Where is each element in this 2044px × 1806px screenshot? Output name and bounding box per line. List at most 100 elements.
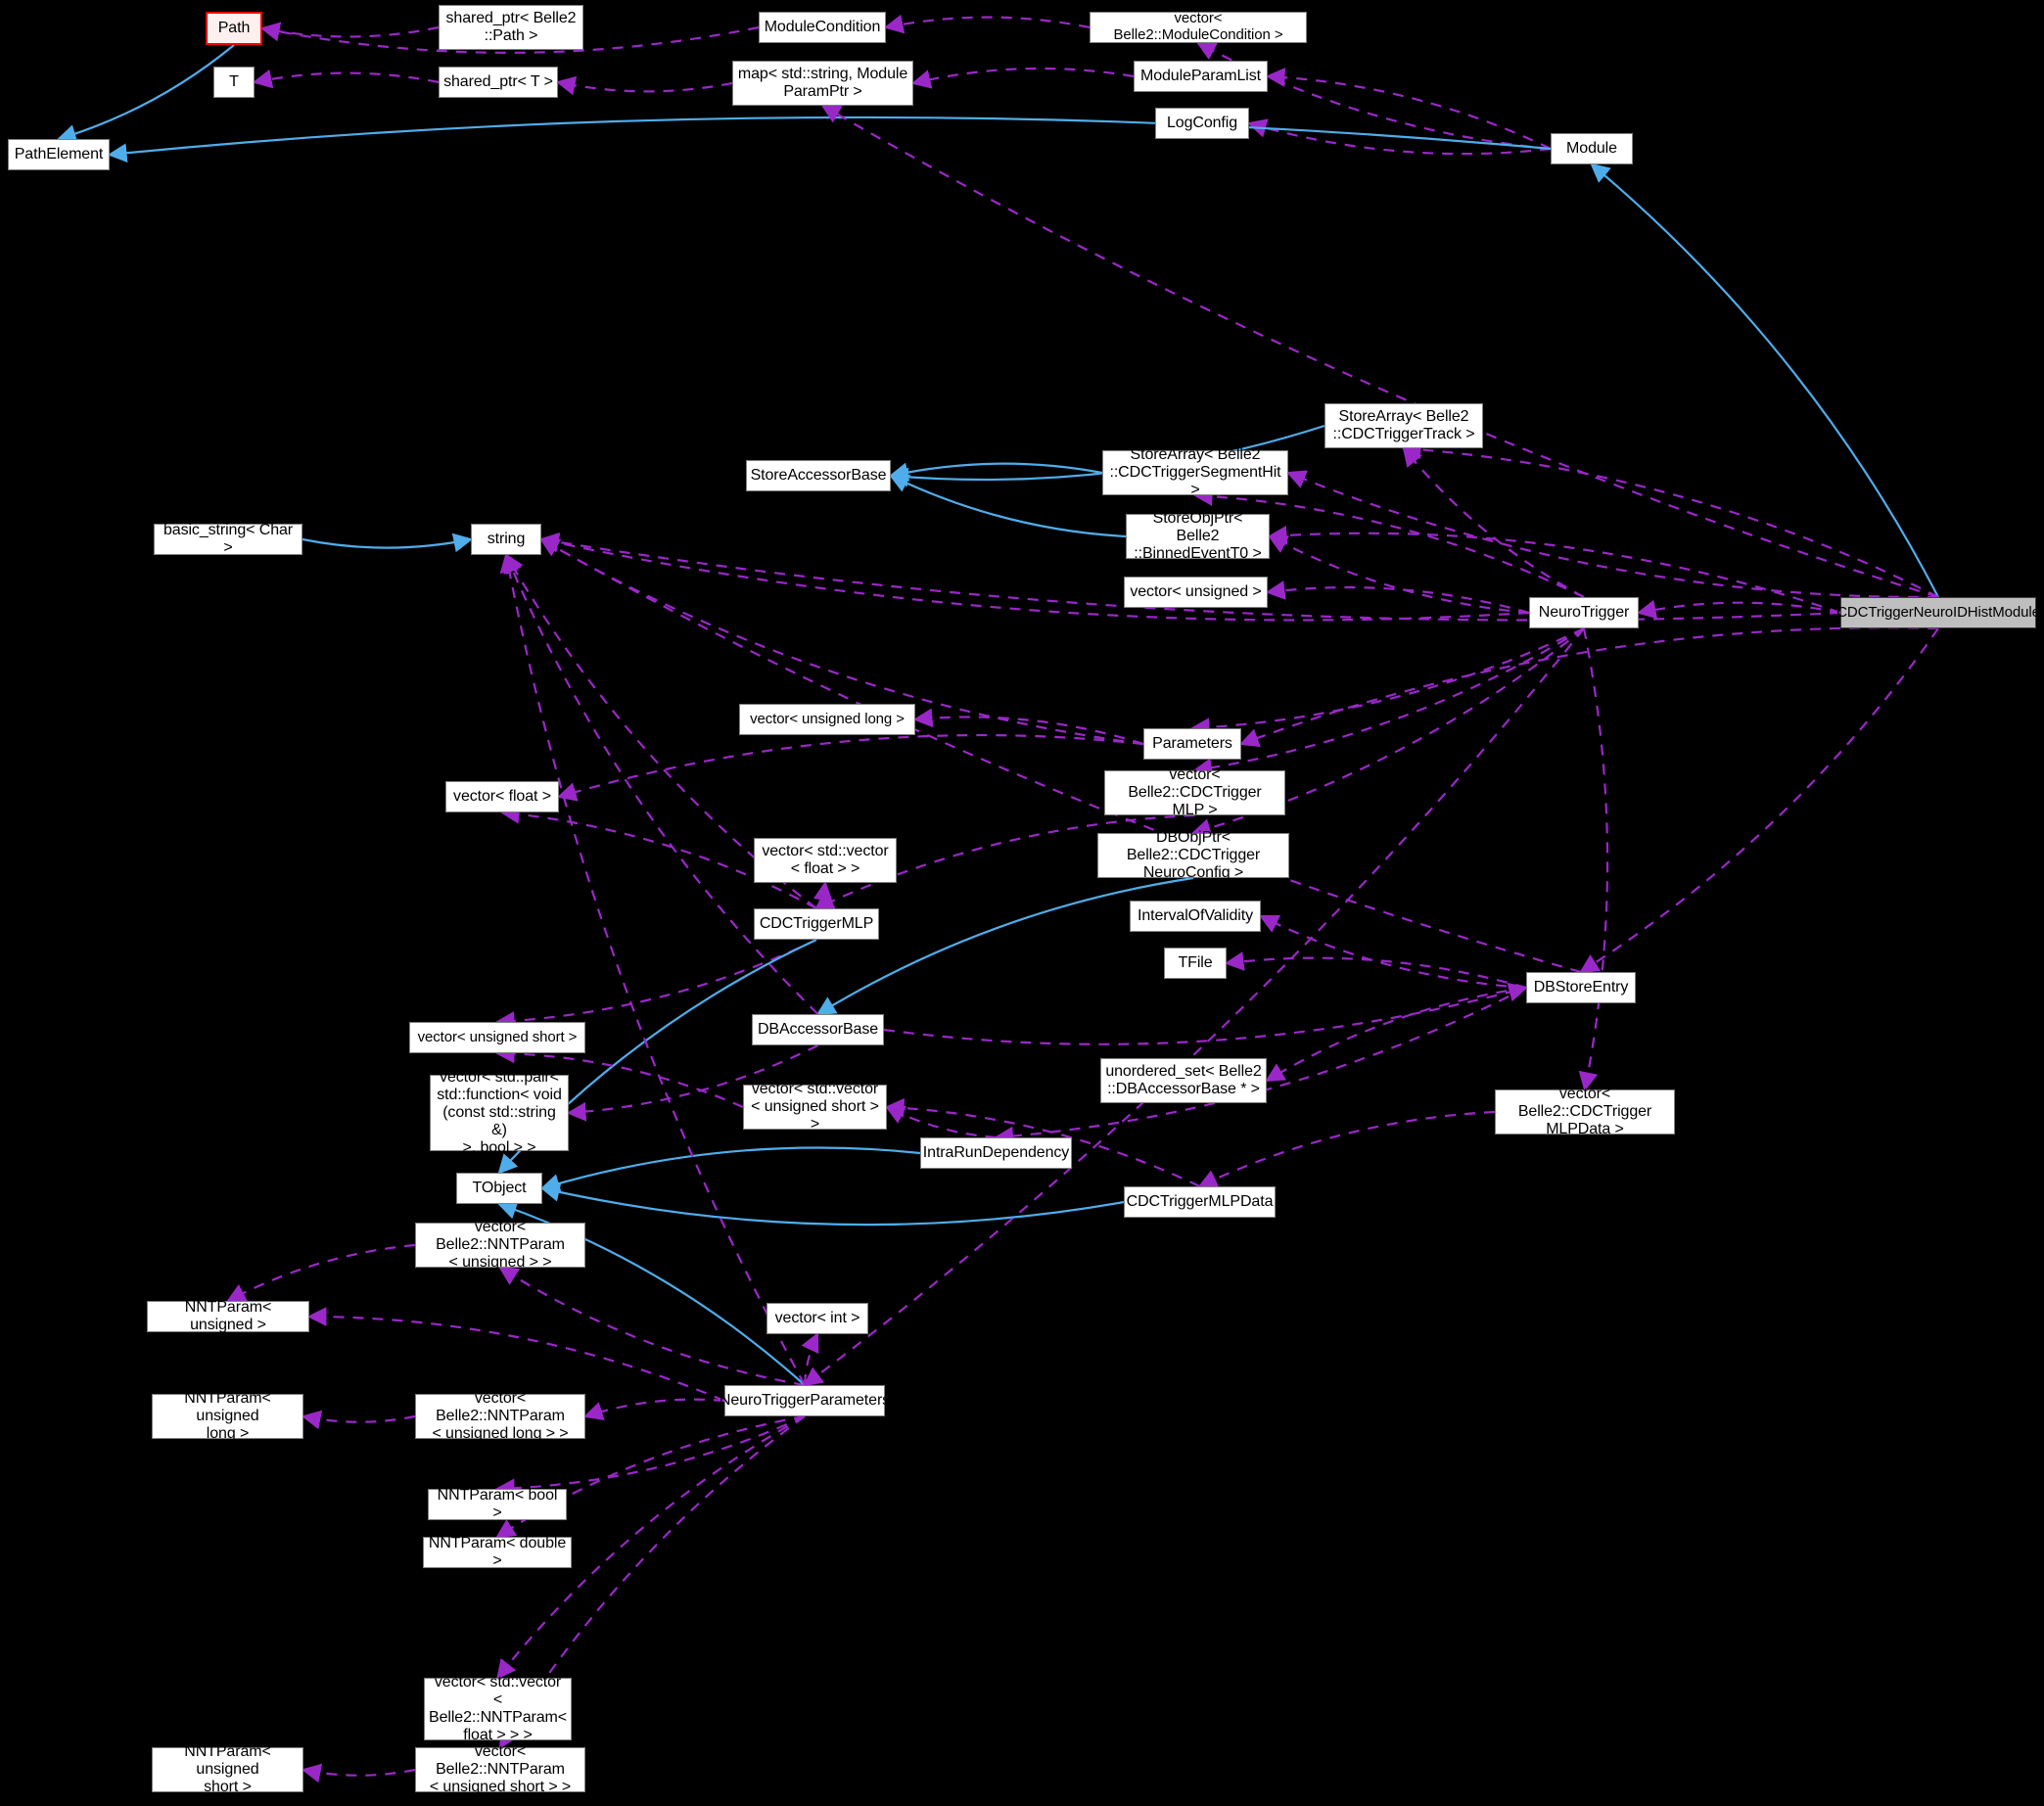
node-pathelement[interactable]: PathElement [8,139,110,170]
edge-storearray_seg-to-storeaccessorbase [888,462,1103,482]
edge-neurotrigger-to-string [538,533,1530,622]
node-label: vector< std::vector < float > > [762,843,889,877]
node-parameters[interactable]: Parameters [1143,728,1241,760]
node-string[interactable]: string [471,524,541,555]
node-neurotrigger[interactable]: NeuroTrigger [1529,597,1639,628]
edge-module-to-vec_modulecondition [1196,41,1552,151]
node-intrarundependency[interactable]: IntraRunDependency [920,1137,1072,1169]
edge-cdctriggermlp-to-vec_unsigned_short [494,939,817,1031]
node-label: CDCTriggerMLPData [1126,1193,1274,1211]
node-nntparam_unsshort[interactable]: NNTParam< unsigned short > [152,1743,303,1795]
edge-module-to-pathelement [107,116,1552,163]
node-vec_mlpdata[interactable]: vector< Belle2::CDCTrigger MLPData > [1495,1086,1675,1137]
edge-target-to-map_string_module [820,104,1939,599]
node-vec_vec_nntp_float[interactable]: vector< std::vector < Belle2::NNTParam< … [424,1674,572,1743]
node-label: DBAccessorBase [757,1021,879,1039]
node-label: DBStoreEntry [1533,979,1629,996]
node-sharedptr_path[interactable]: shared_ptr< Belle2 ::Path > [439,5,583,50]
node-nntparam_bool[interactable]: NNTParam< bool > [428,1487,567,1521]
node-target[interactable]: CDCTriggerNeuroIDHistModule [1836,597,2040,628]
edge-vec_mlpdata-to-cdctriggermlpdata [1197,1110,1496,1188]
node-dbstoreentry[interactable]: DBStoreEntry [1526,972,1636,1003]
node-vec_float[interactable]: vector< float > [445,781,559,812]
node-neurotriggerparams[interactable]: NeuroTriggerParameters [720,1385,890,1416]
node-vec_int[interactable]: vector< int > [766,1303,868,1334]
node-cdctriggermlpdata[interactable]: CDCTriggerMLPData [1124,1186,1276,1218]
node-nntparam_unslong[interactable]: NNTParam< unsigned long > [152,1390,303,1442]
node-cdctriggermlp[interactable]: CDCTriggerMLP [754,908,879,940]
node-map_string_module[interactable]: map< std::string, Module ParamPtr > [732,61,913,106]
node-label: StoreArray< Belle2 ::CDCTriggerSegmentHi… [1109,446,1281,498]
node-label: vector< Belle2::NNTParam < unsigned shor… [429,1743,572,1795]
node-vec_unsigned[interactable]: vector< unsigned > [1124,577,1268,608]
edge-module-to-moduleparamlist [1265,68,1552,150]
node-vec_unsigned_short[interactable]: vector< unsigned short > [409,1022,585,1053]
node-basic_string[interactable]: basic_string< Char > [154,522,302,556]
node-path[interactable]: Path [206,12,262,45]
node-vec_nntparam_ulong[interactable]: vector< Belle2::NNTParam < unsigned long… [415,1390,585,1442]
node-vec_pair_function[interactable]: vector< std::pair< std::function< void (… [430,1069,569,1156]
node-vec_vec_ushort[interactable]: vector< std::vector < unsigned short > > [743,1081,887,1133]
node-label: NNTParam< double > [428,1535,567,1569]
node-storearray_track[interactable]: StoreArray< Belle2 ::CDCTriggerTrack > [1324,403,1483,448]
node-t[interactable]: T [213,67,255,98]
node-label: vector< unsigned > [1130,583,1262,601]
node-label: StoreAccessorBase [750,467,887,485]
edge-basic_string-to-string [302,533,474,553]
node-label: map< std::string, Module ParamPtr > [737,66,908,100]
node-label: vector< std::vector < unsigned short > > [751,1081,879,1133]
node-label: shared_ptr< Belle2 ::Path > [445,10,577,44]
node-vec_vec_float[interactable]: vector< std::vector < float > > [754,838,897,883]
node-label: vector< std::pair< std::function< void (… [437,1069,562,1156]
node-dbobjptr_neuroconf[interactable]: DBObjPtr< Belle2::CDCTrigger NeuroConfig… [1097,829,1289,881]
node-label: PathElement [14,146,104,163]
node-label: ModuleCondition [764,19,881,36]
node-label: basic_string< Char > [163,522,294,556]
node-label: LogConfig [1166,115,1238,132]
node-dbaccessorbase[interactable]: DBAccessorBase [752,1014,884,1045]
node-vec_cdctriggermlp[interactable]: vector< Belle2::CDCTrigger MLP > [1104,766,1285,818]
edge-target-to-module [1590,162,1939,598]
node-nntparam_double[interactable]: NNTParam< double > [423,1535,572,1569]
node-label: vector< unsigned short > [417,1028,578,1045]
node-label: shared_ptr< T > [443,73,553,91]
node-vec_nntparam_uns[interactable]: vector< Belle2::NNTParam < unsigned > > [415,1219,585,1271]
node-nntparam_unsigned[interactable]: NNTParam< unsigned > [147,1299,309,1333]
node-storeaccessorbase[interactable]: StoreAccessorBase [746,460,891,491]
node-label: TObject [472,1180,527,1197]
node-vec_unsigned_long[interactable]: vector< unsigned long > [739,704,915,735]
node-label: StoreObjPtr< Belle2 ::BinnedEventT0 > [1134,510,1262,562]
node-storeobjptr_t0[interactable]: StoreObjPtr< Belle2 ::BinnedEventT0 > [1126,510,1270,562]
node-label: CDCTriggerNeuroIDHistModule [1836,603,2040,621]
node-module[interactable]: Module [1551,133,1633,164]
node-intervalofvalidity[interactable]: IntervalOfValidity [1130,901,1261,932]
node-vec_nntparam_ushort[interactable]: vector< Belle2::NNTParam < unsigned shor… [415,1743,585,1795]
node-modulecondition[interactable]: ModuleCondition [759,12,886,43]
node-label: vector< int > [774,1310,860,1327]
node-label: T [229,73,239,91]
node-label: vector< Belle2::NNTParam < unsigned > > [436,1219,565,1271]
edge-module-to-logconfig [1246,118,1552,156]
edge-neurotriggerparams-to-nntparam_unsigned [306,1307,725,1403]
node-label: DBObjPtr< Belle2::CDCTrigger NeuroConfig… [1126,829,1261,881]
edge-dbstoreentry-to-intervalofvalidity [1259,914,1527,990]
node-storearray_seg[interactable]: StoreArray< Belle2 ::CDCTriggerSegmentHi… [1102,446,1288,498]
node-label: vector< Belle2::NNTParam < unsigned long… [432,1390,569,1442]
node-unordered_set_dba[interactable]: unordered_set< Belle2 ::DBAccessorBase *… [1100,1058,1267,1103]
node-tobject[interactable]: TObject [456,1173,542,1204]
edge-neurotriggerparams-to-vec_nntparam_ulong [582,1398,725,1421]
edge-neurotrigger-to-vec_unsigned [1265,580,1530,615]
edge-dbstoreentry-to-tfile [1224,951,1527,990]
edge-neurotrigger-to-vec_cdctriggermlp [1192,627,1585,778]
node-label: vector< Belle2::CDCTrigger MLPData > [1517,1086,1652,1137]
node-tfile[interactable]: TFile [1164,948,1227,979]
node-vec_modulecondition[interactable]: vector< Belle2::ModuleCondition > [1090,10,1307,43]
node-label: NNTParam< unsigned > [184,1299,272,1333]
node-sharedptr_t[interactable]: shared_ptr< T > [439,67,558,98]
edge-target-to-storearray_seg [1285,470,1939,599]
node-logconfig[interactable]: LogConfig [1155,108,1249,139]
node-label: CDCTriggerMLP [759,915,874,933]
node-moduleparamlist[interactable]: ModuleParamList [1134,61,1268,92]
